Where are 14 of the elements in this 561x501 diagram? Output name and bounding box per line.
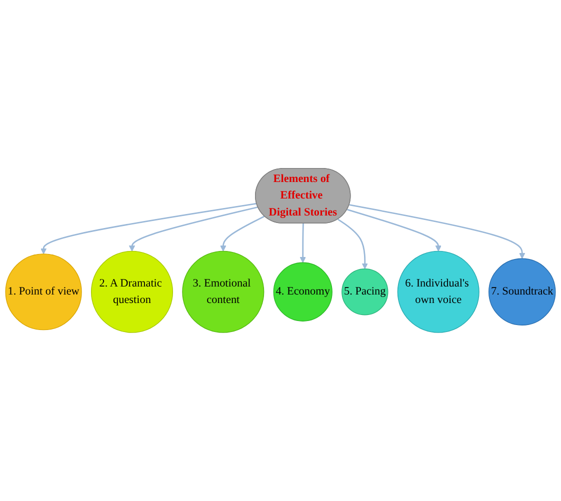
node-circle: 5. Pacing	[342, 268, 388, 316]
arrow	[220, 216, 265, 252]
node-circle: 1. Point of view	[5, 254, 82, 330]
node-circle: 4. Economy	[273, 262, 332, 322]
arrow	[338, 218, 368, 270]
arrow	[128, 206, 258, 252]
arrow	[300, 223, 306, 263]
node-circle: 2. A Dramatic question	[90, 250, 174, 333]
arrow	[40, 202, 257, 254]
node-circle: 6. Individual's own voice	[397, 250, 480, 333]
node-circle: 7. Soundtrack	[488, 258, 556, 326]
arrow	[347, 208, 442, 252]
arrow	[349, 204, 526, 259]
node-circle: 3. Emotional content	[182, 250, 264, 333]
